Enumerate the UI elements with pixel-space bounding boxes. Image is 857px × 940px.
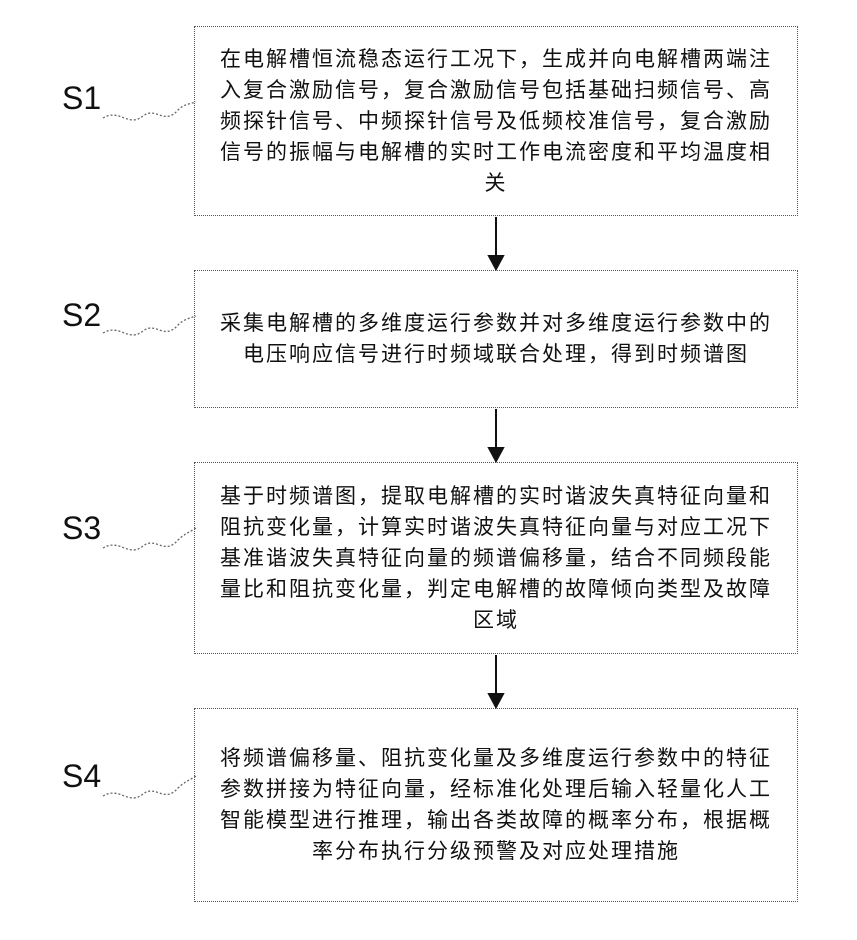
leader-line-s2 — [103, 316, 196, 335]
arrow-head-2 — [489, 448, 503, 461]
leader-line-s1 — [103, 102, 196, 120]
leader-line-s3 — [103, 528, 196, 550]
arrow-head-3 — [489, 694, 503, 707]
leader-line-s4 — [103, 776, 196, 798]
arrow-head-1 — [489, 256, 503, 269]
